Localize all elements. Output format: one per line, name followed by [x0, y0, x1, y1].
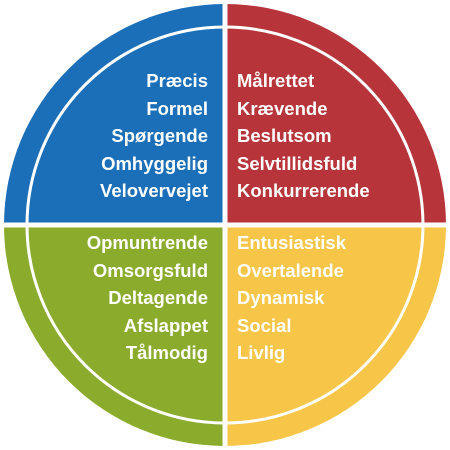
word-top-right-4: Selvtillidsfuld [237, 152, 358, 174]
word-bottom-left-1: Opmuntrende [86, 232, 208, 253]
word-top-left-4: Omhyggelig [101, 152, 208, 174]
word-top-left-5: Velovervejet [100, 180, 208, 201]
word-top-right-3: Beslutsom [237, 125, 332, 146]
quadrant-bottom-right-words: Entusiastisk Overtalende Dynamisk Social… [237, 229, 346, 367]
quadrant-top-right [225, 4, 446, 225]
word-bottom-left-2: Omsorgsfuld [92, 259, 208, 281]
word-bottom-right-4: Social [237, 314, 292, 336]
word-bottom-left-5: Tålmodig [125, 342, 208, 363]
word-top-left-1: Præcis [146, 70, 208, 91]
word-top-right-1: Målrettet [237, 70, 315, 91]
quadrant-top-left-words: Præcis Formel Spørgende Omhyggelig Velov… [100, 67, 208, 205]
word-bottom-left-4: Afslappet [123, 314, 208, 336]
word-top-left-3: Spørgende [111, 125, 208, 146]
word-bottom-right-3: Dynamisk [237, 287, 325, 308]
word-top-right-2: Krævende [237, 97, 328, 119]
word-bottom-left-3: Deltagende [108, 287, 208, 308]
word-top-left-2: Formel [146, 97, 208, 119]
quadrant-bottom-right [225, 225, 446, 446]
word-bottom-right-2: Overtalende [237, 259, 344, 281]
quadrant-bottom-left-words: Opmuntrende Omsorgsfuld Deltagende Afsla… [87, 229, 208, 367]
word-top-right-5: Konkurrerende [237, 180, 370, 201]
word-bottom-right-5: Livlig [237, 342, 286, 363]
quadrant-bottom-left [4, 225, 225, 446]
word-bottom-right-1: Entusiastisk [237, 232, 346, 253]
quadrant-top-left [4, 4, 225, 225]
quadrant-top-right-words: Målrettet Krævende Beslutsom Selvtillids… [237, 67, 370, 205]
